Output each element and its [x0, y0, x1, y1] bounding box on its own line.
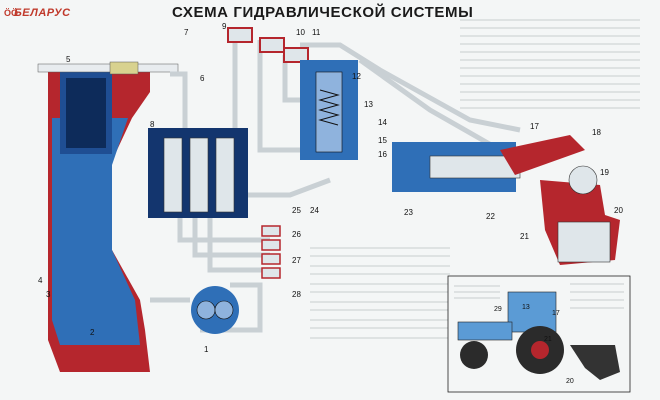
- inset-callout-29: 29: [494, 306, 502, 313]
- spool-1: [163, 137, 183, 213]
- callout-20: 20: [614, 206, 623, 215]
- callout-8: 8: [150, 120, 155, 129]
- callout-14: 14: [378, 118, 387, 127]
- brand-logo-icon: ÖÖ: [4, 8, 19, 18]
- spool-3: [215, 137, 235, 213]
- tractor-plough: [570, 345, 620, 380]
- tractor-hood: [457, 321, 513, 341]
- coupling-11: [283, 47, 309, 63]
- callout-27: 27: [292, 256, 301, 265]
- lift-arm: [500, 135, 585, 175]
- callout-1: 1: [204, 345, 209, 354]
- callout-7: 7: [184, 28, 189, 37]
- inset-callout-21: 21: [544, 336, 552, 343]
- callout-22: 22: [486, 212, 495, 221]
- rear-valve: [557, 221, 611, 263]
- callout-9: 9: [222, 22, 227, 31]
- brand-name: БЕЛАРУС: [14, 7, 71, 19]
- coupling-9: [227, 27, 253, 43]
- rear-wheel-hub: [568, 165, 598, 195]
- callout-23: 23: [404, 208, 413, 217]
- inset-legend-lines: [454, 283, 624, 309]
- poster-title: СХЕМА ГИДРАВЛИЧЕСКОЙ СИСТЕМЫ: [172, 4, 474, 21]
- callout-28: 28: [292, 290, 301, 299]
- tractor-rear-hub: [531, 341, 549, 359]
- inset-callout-20: 20: [566, 378, 574, 385]
- callout-26: 26: [292, 230, 301, 239]
- callout-2: 2: [90, 328, 95, 337]
- pump-gear-2: [214, 300, 234, 320]
- pipework: [150, 40, 521, 333]
- callout-3: 3: [46, 290, 51, 299]
- callout-15: 15: [378, 136, 387, 145]
- callout-13: 13: [364, 100, 373, 109]
- callout-12: 12: [352, 72, 361, 81]
- pump-gear-1: [196, 300, 216, 320]
- callout-21: 21: [520, 232, 529, 241]
- breather-cap: [109, 61, 139, 75]
- tractor-cab: [507, 291, 557, 333]
- callout-19: 19: [600, 168, 609, 177]
- callout-6: 6: [200, 74, 205, 83]
- oil-volume: [52, 118, 140, 345]
- spool-2: [189, 137, 209, 213]
- filter-element: [66, 78, 106, 148]
- callout-4: 4: [38, 276, 43, 285]
- inset-callout-13: 13: [522, 304, 530, 311]
- callout-11: 11: [312, 28, 321, 37]
- callout-10: 10: [296, 28, 305, 37]
- callout-5: 5: [66, 55, 71, 64]
- callout-16: 16: [378, 150, 387, 159]
- inset-callout-17: 17: [552, 310, 560, 317]
- hose-fittings: [261, 225, 281, 279]
- callout-18: 18: [592, 128, 601, 137]
- legend-text-lines: [310, 19, 640, 339]
- regulator-spring: [318, 89, 340, 126]
- tractor-front-wheel: [460, 341, 488, 369]
- callout-25: 25: [292, 206, 301, 215]
- callout-24: 24: [310, 206, 319, 215]
- breather-pipe: [37, 63, 179, 73]
- coupling-10: [259, 37, 285, 53]
- callout-17: 17: [530, 122, 539, 131]
